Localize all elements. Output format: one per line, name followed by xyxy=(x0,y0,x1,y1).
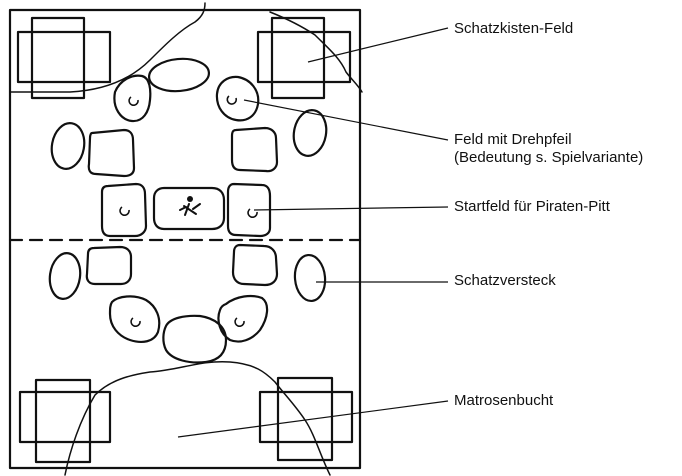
leader-line-sailor-bay xyxy=(177,400,449,438)
label-arrow-field-line1: Feld mit Drehpfeil xyxy=(454,131,572,148)
pirate-figure-icon xyxy=(179,196,201,216)
turn-arrow-icon xyxy=(226,95,238,105)
treasure-chest-field-bottom-right xyxy=(258,376,354,462)
label-arrow-field-line2: (Bedeutung s. Spielvariante) xyxy=(454,149,644,166)
path-field xyxy=(162,314,228,364)
treasure-hiding-oval xyxy=(293,253,327,303)
turn-arrow-icon xyxy=(128,96,139,106)
treasure-hiding-oval xyxy=(147,57,211,93)
label-treasure-hiding: Schatzversteck xyxy=(454,272,556,289)
turn-arrow-icon xyxy=(234,317,245,327)
label-treasure-chest-field: Schatzkisten-Feld xyxy=(454,20,574,37)
label-start-field: Startfeld für Piraten-Pitt xyxy=(454,198,610,215)
path-field xyxy=(230,126,279,173)
turn-arrow-icon xyxy=(247,208,258,218)
treasure-hiding-oval xyxy=(48,252,82,300)
arrow-field xyxy=(226,182,272,238)
path-field xyxy=(87,128,136,178)
board-outline xyxy=(8,8,362,470)
turn-arrow-icon xyxy=(130,317,141,327)
treasure-chest-field-bottom-left xyxy=(18,378,112,464)
arrow-field xyxy=(215,75,260,122)
top-coastline xyxy=(9,2,206,93)
path-field xyxy=(85,245,133,286)
label-sailor-bay: Matrosenbucht xyxy=(454,392,554,409)
arrow-field xyxy=(100,182,148,238)
leader-line-treasure-chest xyxy=(307,27,449,63)
treasure-chest-field-top-left xyxy=(16,16,112,100)
start-field xyxy=(152,186,226,231)
leader-line-arrow-field xyxy=(243,99,449,141)
turn-arrow-icon xyxy=(119,206,130,216)
top-right-coastline xyxy=(269,11,363,93)
arrow-field xyxy=(108,295,161,343)
leader-line-start-field xyxy=(253,206,449,211)
path-field xyxy=(231,243,279,287)
treasure-hiding-oval xyxy=(50,122,86,170)
arrow-field xyxy=(113,74,152,123)
arrow-field xyxy=(217,294,269,343)
treasure-hiding-oval xyxy=(292,109,328,157)
treasure-chest-field-top-right xyxy=(256,16,352,100)
